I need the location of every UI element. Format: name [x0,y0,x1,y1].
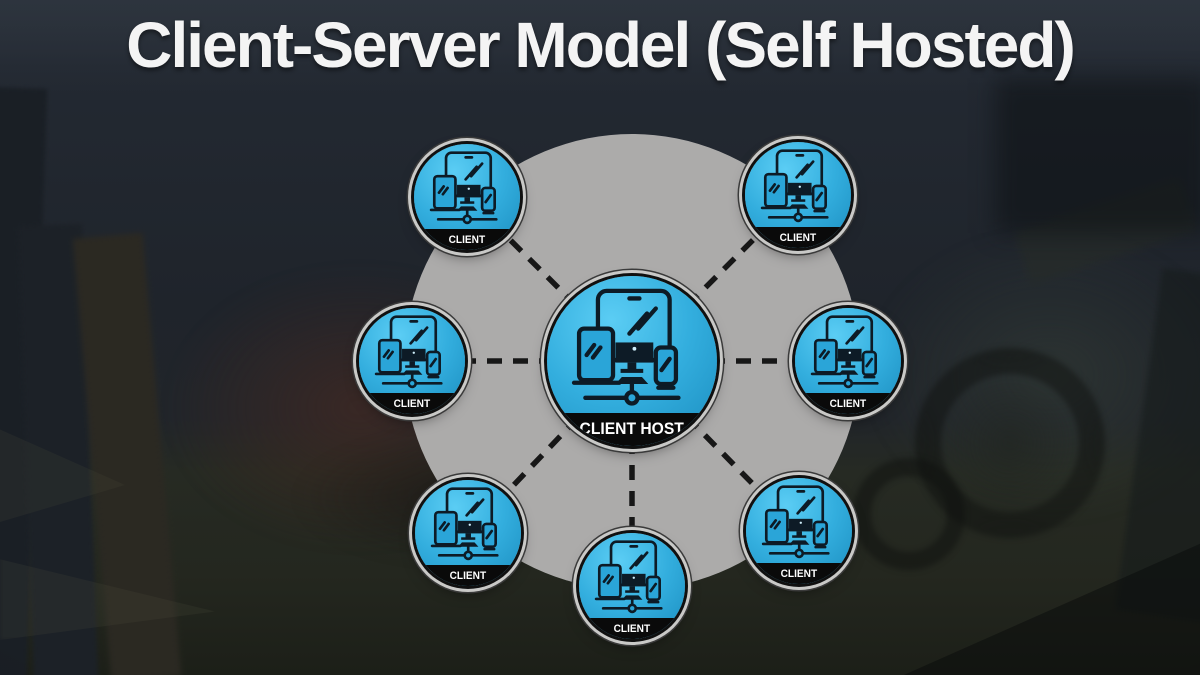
node-label-band: CLIENT [745,227,851,248]
devices-network-icon [760,483,838,563]
devices-network-icon [428,149,506,229]
node-label-band: CLIENT HOST [547,412,717,446]
devices-network-icon [429,485,507,565]
node-label-band: CLIENT [746,563,852,584]
devices-network-icon [373,313,451,393]
client-node-top-left: CLIENT [414,144,520,250]
client-label: CLIENT [780,567,818,580]
client-node-bottom-center: CLIENT [579,533,685,639]
client-node-top-right: CLIENT [745,142,851,248]
client-label: CLIENT [448,233,486,246]
client-host-node: CLIENT HOST [547,276,717,446]
client-node-right: CLIENT [795,308,901,414]
client-node-left: CLIENT [359,308,465,414]
devices-network-icon [759,147,837,227]
node-label-band: CLIENT [795,393,901,414]
node-label-band: CLIENT [415,565,521,586]
devices-network-icon [809,313,887,393]
client-label: CLIENT [393,397,431,410]
node-label-band: CLIENT [359,393,465,414]
node-label-band: CLIENT [414,229,520,250]
client-host-label: CLIENT HOST [579,419,685,439]
devices-network-icon [593,538,671,618]
page-title: Client-Server Model (Self Hosted) [126,9,1076,81]
client-label: CLIENT [779,231,817,244]
client-label: CLIENT [449,569,487,582]
client-label: CLIENT [613,622,651,635]
client-node-bottom-left: CLIENT [415,480,521,586]
client-node-bottom-right: CLIENT [746,478,852,584]
client-label: CLIENT [829,397,867,410]
node-label-band: CLIENT [579,618,685,639]
devices-network-icon [569,285,695,413]
